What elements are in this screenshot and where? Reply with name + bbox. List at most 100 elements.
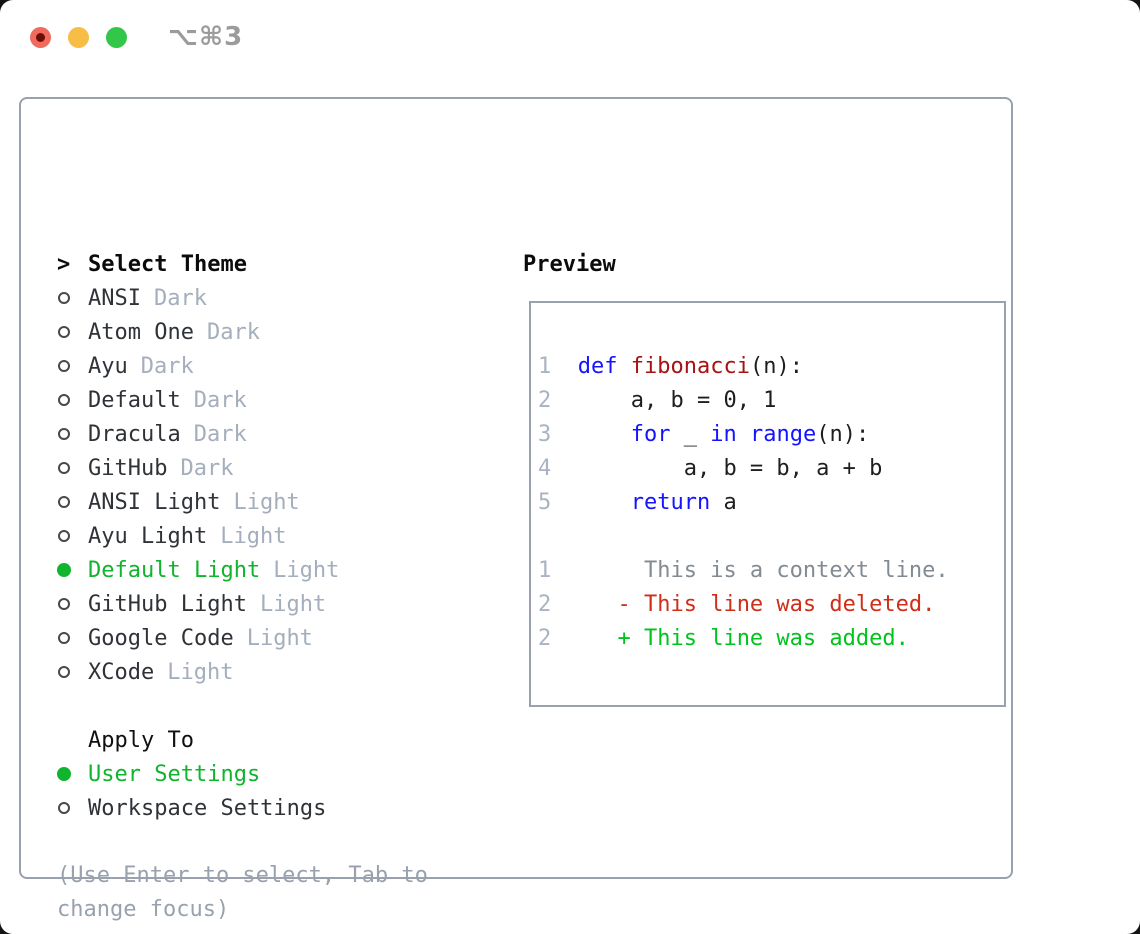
radio-unselected-icon [58,598,70,610]
theme-variant-badge: Light [273,557,340,583]
radio-icon [57,292,88,304]
radio-icon [57,666,88,678]
radio-unselected-icon [58,530,70,542]
theme-variant-badge: Dark [206,319,260,345]
theme-option[interactable]: GitHub Dark [57,451,497,485]
code-segment: _ [670,421,711,447]
theme-variant-badge: Light [220,523,287,549]
theme-name: Ayu Light [88,523,208,549]
apply-to-option[interactable]: Workspace Settings [57,791,497,825]
theme-variant-badge: Dark [180,455,234,481]
line-number: 3 [538,421,578,447]
line-number: 2 [538,591,578,617]
minimize-button-icon[interactable] [68,27,89,48]
radio-icon [57,767,88,781]
radio-selected-icon [57,767,71,781]
code-segment [578,490,631,515]
radio-icon [57,428,88,440]
radio-unselected-icon [58,462,70,474]
spacer [57,689,497,723]
apply-to-header: Apply To [57,723,497,757]
theme-variant-badge: Light [246,625,313,651]
radio-selected-icon [57,563,71,577]
line-number: 2 [538,387,578,413]
code-line: 3 for _ in range(n): [538,417,1004,451]
code-segment [737,422,750,447]
radio-unselected-icon [58,394,70,406]
radio-icon [57,530,88,542]
theme-name: ANSI [88,285,141,311]
apply-to-label: User Settings [88,761,261,787]
theme-option[interactable]: ANSI Light Light [57,485,497,519]
theme-option[interactable]: ANSI Dark [57,281,497,315]
theme-name: Ayu [88,353,128,379]
theme-name: ANSI Light [88,489,221,515]
titlebar: ⌥⌘3 [0,0,1140,78]
radio-icon [57,326,88,338]
close-button-icon[interactable] [30,27,51,48]
line-number: 4 [538,455,578,481]
theme-option[interactable]: GitHub Light Light [57,587,497,621]
code-segment: range [749,421,817,447]
code-line: 2 + This line was added. [538,621,1004,655]
theme-list-title: Select Theme [88,251,247,277]
radio-unselected-icon [58,428,70,440]
code-segment: - This line was deleted. [577,591,936,617]
code-segment: a [710,489,737,515]
code-segment [578,422,631,447]
code-segment: (n): [749,353,803,379]
theme-variant-badge: Light [233,489,300,515]
code-line: 1 This is a context line. [538,553,1004,587]
theme-variant-badge: Dark [153,285,207,311]
theme-list-header: > Select Theme [57,247,497,281]
radio-icon [57,563,88,577]
radio-icon [57,394,88,406]
theme-name: Dracula [88,421,181,447]
theme-variant-badge: Light [259,591,327,617]
radio-icon [57,360,88,372]
theme-option[interactable]: Ayu Light Light [57,519,497,553]
code-segment: for [630,421,671,447]
radio-unselected-icon [58,360,70,372]
theme-name: GitHub Light [88,591,247,617]
code-segment: def [577,353,618,379]
line-number: 1 [538,557,578,583]
apply-to-title: Apply To [88,727,194,753]
theme-name: GitHub [88,455,168,481]
theme-name: Atom One [88,319,194,345]
radio-unselected-icon [58,496,70,508]
code-line: 2 a, b = 0, 1 [538,383,1004,417]
code-line: 2 - This line was deleted. [538,587,1004,621]
code-segment: This is a context line. [577,557,949,583]
code-segment: (n): [816,421,870,447]
code-line: 1 def fibonacci(n): [538,349,1004,383]
code-segment: return [630,489,711,515]
line-number: 5 [538,489,578,515]
code-line: 5 return a [538,485,1004,519]
code-segment: fibonacci [630,353,750,379]
radio-icon [57,462,88,474]
zoom-button-icon[interactable] [106,27,127,48]
theme-name: Default [88,387,181,413]
radio-unselected-icon [58,326,70,338]
radio-icon [57,802,88,814]
keyboard-hint: (Use Enter to select, Tab to change focu… [57,863,428,922]
line-number: 1 [538,353,578,379]
selection-cursor-icon: > [57,251,71,277]
apply-to-option[interactable]: User Settings [57,757,497,791]
theme-option[interactable]: Atom One Dark [57,315,497,349]
code-line: 4 a, b = b, a + b [538,451,1004,485]
line-number [538,524,578,549]
